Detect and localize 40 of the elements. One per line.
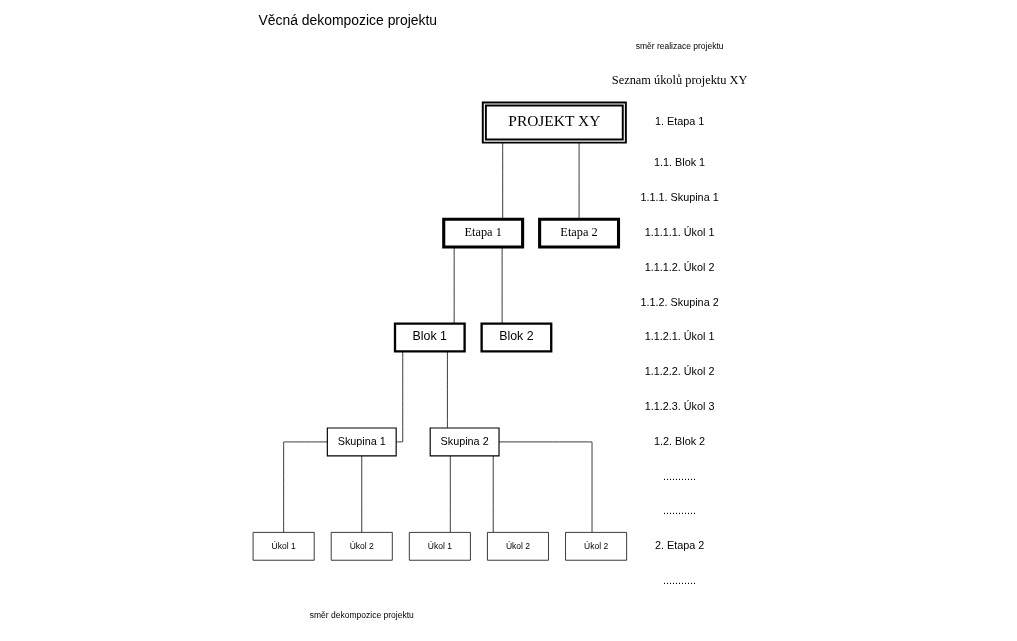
node-box: Etapa 1: [442, 217, 525, 249]
node-box: Etapa 2: [538, 217, 621, 249]
label: 1.1.1.2. Úkol 2: [644, 260, 715, 273]
label: Seznam úkolů projektu XY: [611, 73, 748, 88]
label: směr dekompozice projektu: [309, 610, 414, 621]
label: ...........: [663, 504, 697, 517]
label: 1.1.2.3. Úkol 3: [644, 399, 715, 412]
label: 1.1.2.1. Úkol 1: [644, 330, 715, 343]
label: ...........: [663, 573, 697, 586]
node-box: Skupina 2: [429, 427, 500, 457]
node-box: Úkol 2: [565, 532, 627, 561]
node-box: Skupina 1: [326, 427, 397, 457]
label: 1.1.2.2. Úkol 2: [644, 365, 715, 378]
node-box: Blok 1: [393, 322, 466, 353]
connector: [453, 246, 455, 324]
connector: [361, 455, 363, 533]
label: 1.1.1.1. Úkol 1: [644, 225, 715, 238]
connector: [578, 142, 580, 220]
connector: [498, 441, 593, 533]
label: 1. Etapa 1: [654, 115, 705, 128]
connector: [447, 351, 448, 429]
connector: [283, 441, 328, 533]
connector: [502, 142, 504, 220]
node-box: Úkol 2: [487, 532, 549, 561]
label: směr realizace projektu: [635, 40, 724, 51]
node-box: Úkol 2: [330, 532, 393, 561]
node-box: Úkol 1: [252, 532, 315, 561]
label: 2. Etapa 2: [654, 539, 705, 552]
connector: [449, 455, 451, 533]
diagram-title: Věcná dekompozice projektu: [258, 12, 438, 29]
connector: [501, 246, 503, 324]
connector: [492, 455, 494, 533]
label: ...........: [663, 469, 697, 482]
connector: [395, 351, 404, 443]
label: 1.1.1. Skupina 1: [640, 191, 719, 204]
label: 1.1.2. Skupina 2: [640, 295, 719, 308]
node-box: Úkol 1: [408, 532, 471, 561]
node-box: Blok 2: [480, 322, 553, 353]
label: 1.2. Blok 2: [654, 434, 706, 447]
label: 1.1. Blok 1: [654, 156, 706, 169]
